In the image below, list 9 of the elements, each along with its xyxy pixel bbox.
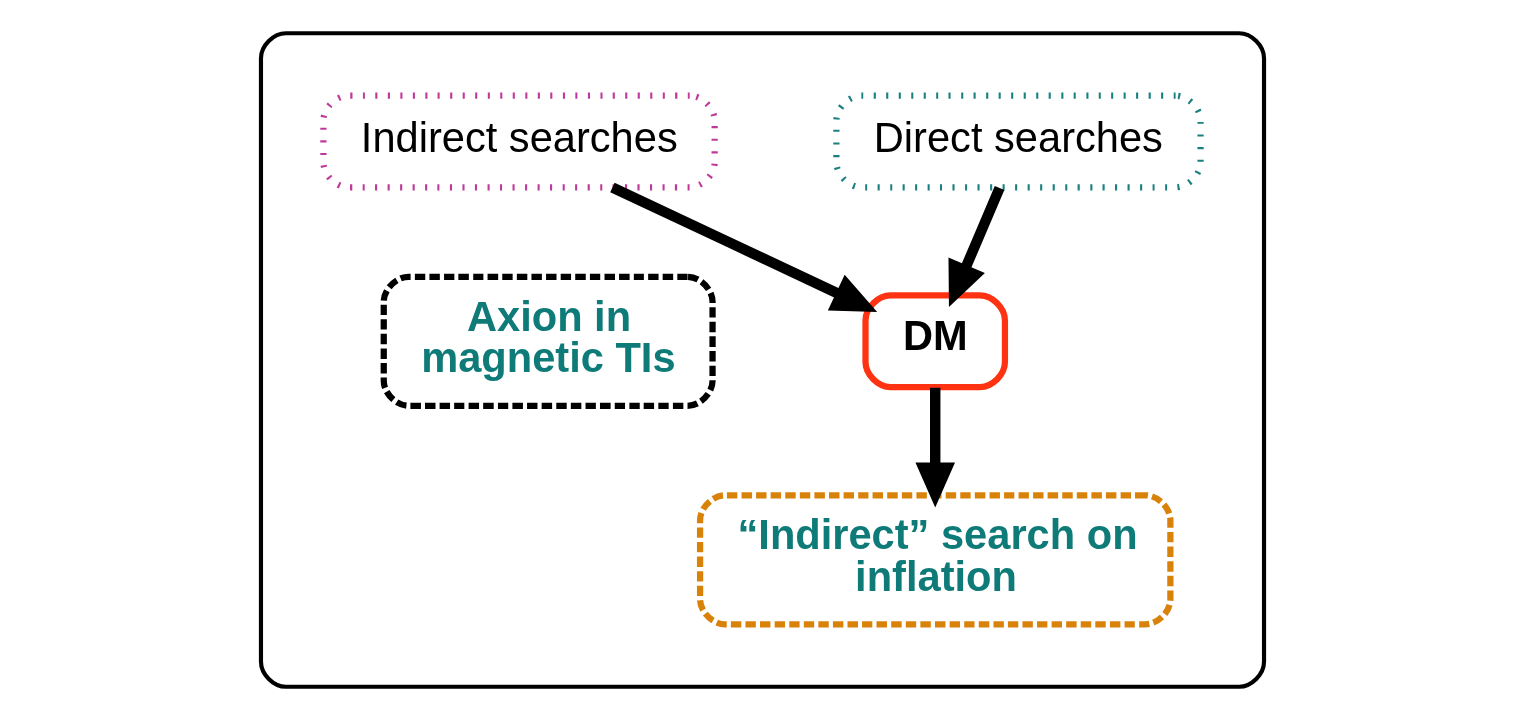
node-box: Indirect searches: [320, 92, 718, 191]
arrow: [948, 185, 1005, 307]
node-box: DM: [862, 292, 1009, 391]
arrow: [610, 182, 878, 312]
arrow: [915, 387, 956, 508]
node-box: Direct searches: [833, 92, 1204, 191]
cluster: [258, 31, 1267, 689]
node-box: Axion in magnetic TIs: [380, 273, 716, 409]
node-box: “Indirect” search on inflation: [696, 492, 1174, 628]
